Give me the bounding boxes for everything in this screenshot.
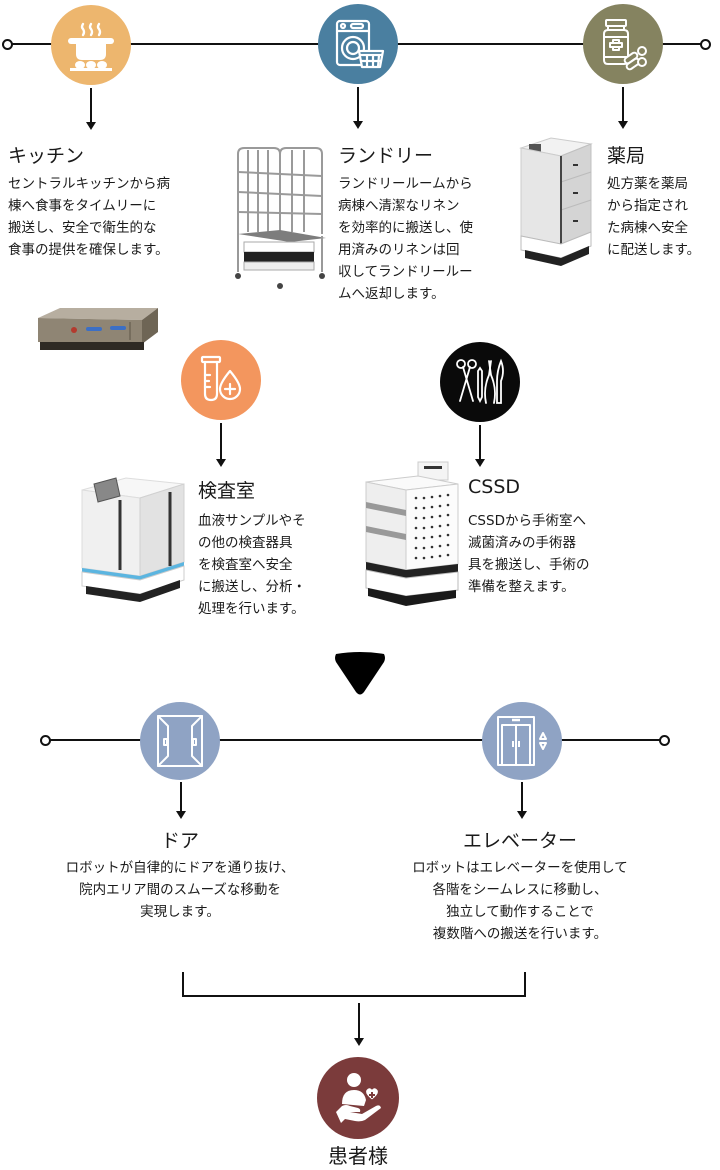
lab-arrow bbox=[216, 459, 226, 467]
test-tube-icon bbox=[200, 355, 242, 402]
door-connector bbox=[180, 782, 182, 813]
elevator-connector bbox=[521, 782, 523, 813]
lab-node bbox=[181, 340, 261, 420]
lab-connector bbox=[220, 423, 222, 461]
bottom-timeline-line bbox=[49, 739, 662, 741]
door-icon bbox=[157, 715, 203, 767]
pharmacy-title: 薬局 bbox=[607, 145, 646, 167]
elevator-description: ロボットはエレベーターを使用して 各階をシームレスに移動し、 独立して動作するこ… bbox=[412, 860, 628, 942]
laundry-description: ランドリールームから 病棟へ清潔なリネン を効率的に搬送し、使 用済みのリネンは… bbox=[338, 176, 473, 302]
surgical-tools-icon bbox=[456, 358, 504, 404]
laundry-robot-image bbox=[235, 147, 326, 289]
lab-title: 検査室 bbox=[198, 480, 256, 502]
door-node bbox=[140, 702, 220, 780]
door-arrow bbox=[176, 811, 186, 819]
cooking-pot-icon bbox=[68, 22, 114, 71]
patient-care-icon bbox=[336, 1073, 381, 1123]
patient-title: 患者様 bbox=[328, 1144, 388, 1168]
elevator-icon bbox=[497, 716, 547, 766]
laundry-node bbox=[318, 4, 398, 84]
elevator-node bbox=[482, 702, 562, 780]
pharmacy-node bbox=[583, 4, 663, 84]
timeline-end-node bbox=[700, 39, 711, 50]
merge-bracket-bottom bbox=[182, 995, 526, 997]
pharmacy-robot-image bbox=[519, 137, 593, 266]
merge-bracket-right bbox=[524, 972, 526, 996]
pharmacy-connector bbox=[622, 87, 624, 123]
elevator-arrow bbox=[517, 811, 527, 819]
flow-down-triangle-icon bbox=[335, 652, 385, 695]
lab-robot-image bbox=[81, 477, 185, 602]
kitchen-title: キッチン bbox=[8, 145, 85, 167]
laundry-arrow bbox=[353, 121, 363, 129]
merge-bracket-left bbox=[182, 972, 184, 996]
laundry-title: ランドリー bbox=[338, 145, 434, 167]
door-description: ロボットが自律的にドアを通り抜け、 院内エリア間のスムーズな移動を 実現します。 bbox=[65, 860, 295, 920]
pharmacy-arrow bbox=[618, 121, 628, 129]
pharmacy-description: 処方薬を薬局 から指定され た病棟へ安全 に配送します。 bbox=[607, 176, 701, 258]
cssd-arrow bbox=[475, 459, 485, 467]
washing-machine-icon bbox=[335, 19, 385, 69]
kitchen-robot-image bbox=[38, 308, 158, 350]
laundry-connector bbox=[357, 87, 359, 123]
door-title: ドア bbox=[160, 830, 199, 852]
kitchen-arrow bbox=[86, 122, 96, 130]
kitchen-description: セントラルキッチンから病 棟へ食事をタイムリーに 搬送し、安全で衛生的な 食事の… bbox=[8, 176, 170, 258]
cssd-node bbox=[440, 342, 520, 422]
kitchen-connector bbox=[90, 88, 92, 124]
patient-node bbox=[317, 1057, 399, 1139]
cssd-title: CSSD bbox=[468, 476, 521, 498]
cssd-description: CSSDから手術室へ 滅菌済みの手術器 具を搬送し、手術の 準備を整えます。 bbox=[468, 513, 590, 595]
bottom-timeline-end-node bbox=[659, 735, 670, 746]
elevator-title: エレベーター bbox=[462, 830, 577, 852]
medicine-bottle-icon bbox=[603, 19, 647, 71]
final-arrow bbox=[354, 1038, 364, 1046]
cssd-robot-image bbox=[365, 461, 459, 606]
cssd-connector bbox=[479, 425, 481, 461]
lab-description: 血液サンプルやそ の他の検査器具 を検査室へ安全 に搬送し、分析・ 処理を行いま… bbox=[198, 513, 306, 617]
kitchen-node bbox=[51, 5, 131, 85]
final-connector bbox=[358, 1003, 360, 1039]
